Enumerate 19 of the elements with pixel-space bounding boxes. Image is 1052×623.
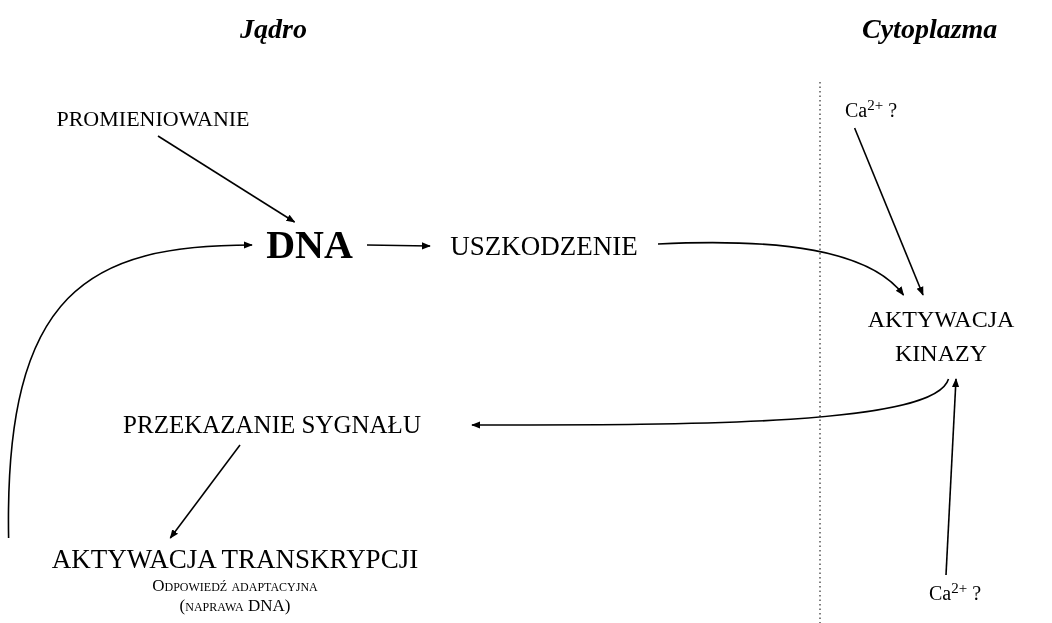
section-title: Jądro [240,12,307,46]
node-label: AKTYWACJA TRANSKRYPCJI [51,543,419,576]
arrow [7,241,253,539]
node-label: AKTYWACJA KINAZY [866,305,1016,368]
arrow [945,378,960,576]
node-note: Odpowiedź adaptacyjna (naprawa DNA) [151,575,319,617]
arrow [169,444,241,539]
node-label: Ca$^{2+}$ ? [928,578,982,606]
node-label: Ca$^{2+}$ ? [844,95,898,123]
node-label: DNA [266,221,353,269]
node-label: USZKODZENIE [450,229,638,263]
arrow [657,241,905,296]
arrow [853,127,924,296]
arrow [471,378,950,429]
arrow [366,242,431,250]
node-label: PRZEKAZANIE SYGNAŁU [123,410,421,441]
arrow [157,135,296,223]
node-label: PROMIENIOWANIE [56,104,250,133]
section-title: Cytoplazma [862,12,998,46]
